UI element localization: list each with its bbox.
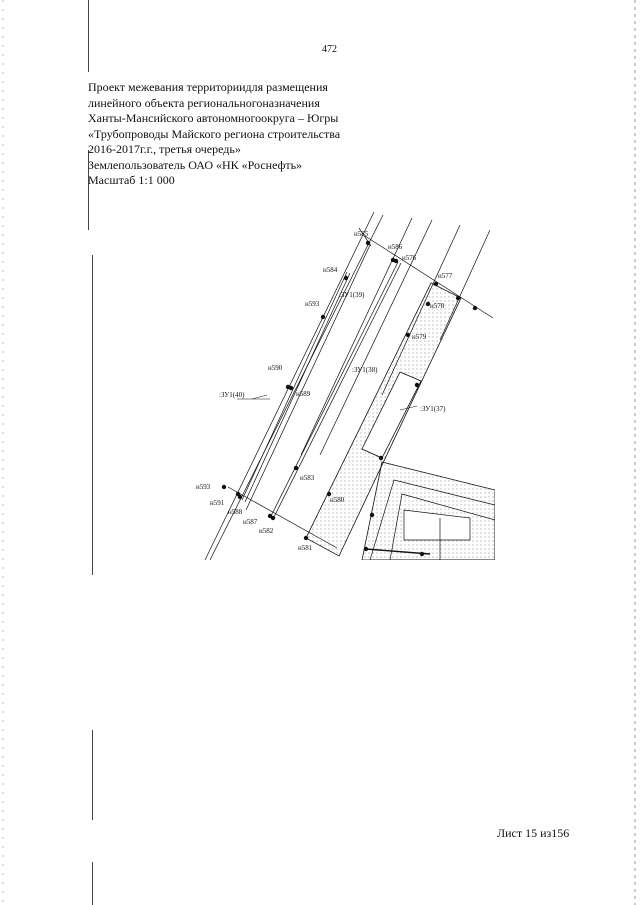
header-line: линейного объекта региональногоназначени… bbox=[88, 95, 320, 110]
adjacent-parcels bbox=[361, 461, 495, 560]
point-label: н584 bbox=[323, 266, 338, 274]
survey-point bbox=[369, 512, 375, 518]
survey-point bbox=[303, 535, 309, 541]
point-label: н586 bbox=[388, 243, 403, 251]
point-label: н588 bbox=[228, 508, 243, 516]
point-label: н589 bbox=[296, 390, 311, 398]
survey-point bbox=[363, 546, 369, 552]
left-margin-rule bbox=[92, 730, 93, 820]
scan-edge-left bbox=[2, 0, 4, 905]
header-line: Землепользователь ОАО «НК «Роснефть» bbox=[88, 157, 303, 172]
point-label: н579 bbox=[412, 333, 427, 341]
scan-edge-right bbox=[634, 0, 636, 905]
survey-point bbox=[472, 305, 478, 311]
point-label: н585 bbox=[354, 230, 369, 238]
point-label: н582 bbox=[259, 527, 274, 535]
survey-point bbox=[419, 551, 425, 557]
survey-point bbox=[326, 491, 332, 497]
point-label: н590 bbox=[268, 364, 283, 372]
sheet-number: Лист 15 из156 bbox=[497, 826, 570, 840]
document-header: Проект межевания территориидля размещени… bbox=[88, 80, 340, 189]
point-label: н593 bbox=[196, 483, 211, 491]
survey-point bbox=[270, 515, 276, 521]
point-label: н581 bbox=[298, 544, 313, 552]
survey-point bbox=[288, 385, 294, 391]
survey-point bbox=[378, 455, 384, 461]
point-label: н593 bbox=[305, 300, 320, 308]
survey-point bbox=[433, 281, 439, 287]
survey-point bbox=[393, 258, 399, 264]
survey-point bbox=[320, 314, 326, 320]
point-label: н577 bbox=[438, 272, 453, 280]
survey-point bbox=[221, 484, 227, 490]
survey-point bbox=[365, 240, 371, 246]
survey-point bbox=[455, 295, 461, 301]
header-line: 2016-2017г.г., третья очередь» bbox=[88, 142, 241, 156]
survey-point bbox=[343, 275, 349, 281]
header-line: Ханты-Мансийского автономногоокруга – Юг… bbox=[88, 111, 339, 125]
leader-lines bbox=[237, 394, 418, 411]
header-line: Проект межевания территориидля размещени… bbox=[88, 80, 328, 94]
survey-point bbox=[293, 465, 299, 471]
point-label: н583 bbox=[300, 474, 315, 482]
left-margin-rule bbox=[88, 0, 89, 72]
boundary-lines bbox=[204, 211, 494, 561]
point-label: н591 bbox=[210, 499, 225, 507]
header-line: «Трубопроводы Майского региона строитель… bbox=[88, 126, 341, 141]
left-margin-rule bbox=[88, 150, 89, 230]
survey-plan: :ЗУ1(39) :ЗУ1(38) :ЗУ1(37) :ЗУ1(40) н585… bbox=[196, 211, 495, 561]
survey-point bbox=[405, 332, 411, 338]
page-number: 472 bbox=[322, 44, 337, 55]
point-label: н587 bbox=[243, 518, 258, 526]
survey-point bbox=[425, 301, 431, 307]
parcel-label: :ЗУ1(40) bbox=[219, 391, 245, 399]
header-line: Масштаб 1:1 000 bbox=[88, 173, 175, 187]
point-label: н578 bbox=[430, 302, 445, 310]
parcel-label: :ЗУ1(37) bbox=[420, 405, 446, 413]
survey-point bbox=[414, 382, 420, 388]
parcel-label: :ЗУ1(39) bbox=[339, 291, 365, 299]
survey-point bbox=[237, 494, 243, 500]
parcel-label: :ЗУ1(38) bbox=[352, 366, 378, 374]
point-label: н580 bbox=[330, 496, 345, 504]
survey-points bbox=[221, 240, 478, 557]
point-label: н576 bbox=[402, 254, 417, 262]
left-margin-rule bbox=[92, 862, 93, 905]
left-margin-rule bbox=[92, 255, 93, 575]
